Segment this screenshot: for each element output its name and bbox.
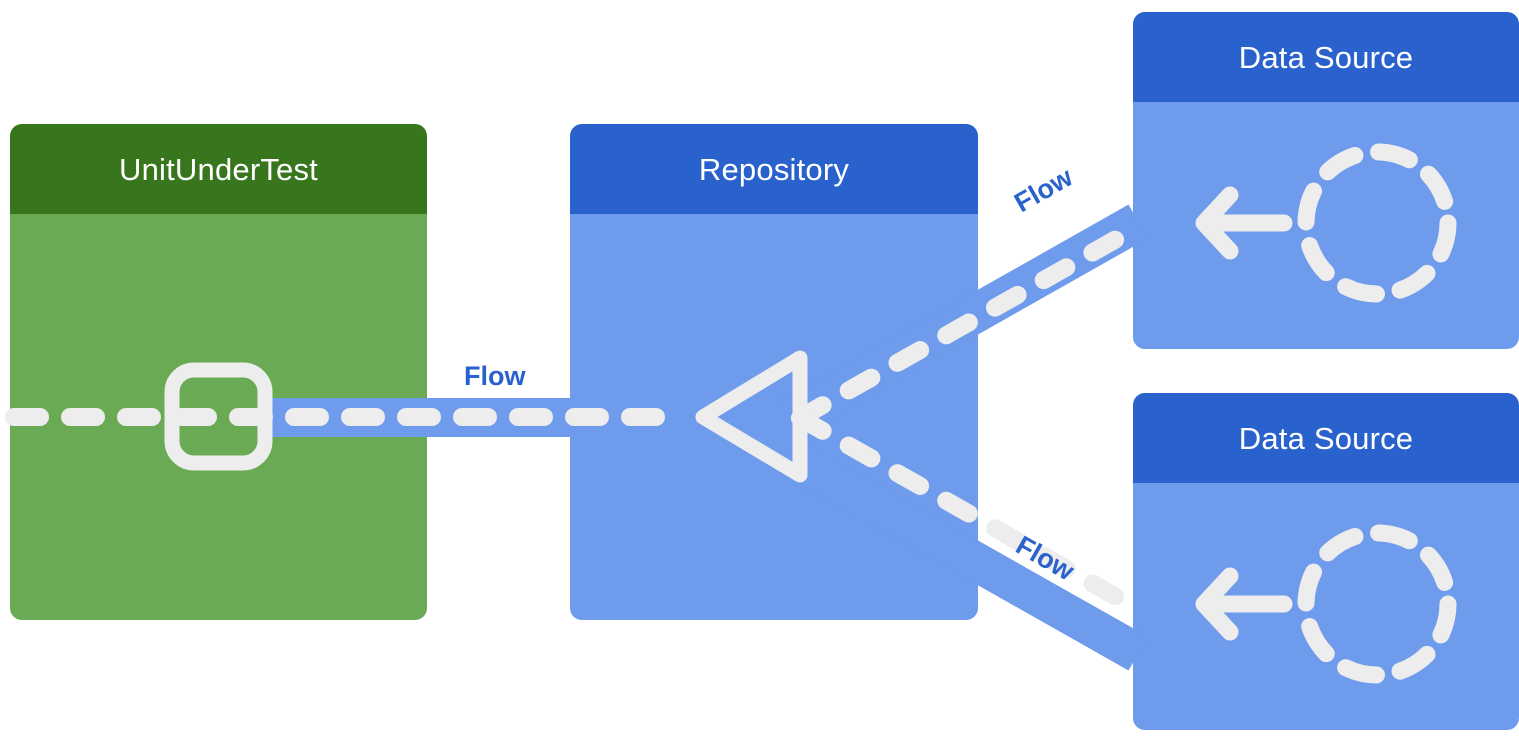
node-unit-under-test-header: UnitUnderTest bbox=[10, 124, 427, 214]
dashed-line-repository-to-unit bbox=[5, 408, 695, 426]
node-data-source-bottom-body bbox=[1133, 483, 1519, 730]
node-data-source-top-body bbox=[1133, 102, 1519, 349]
node-data-source-top-title: Data Source bbox=[1238, 39, 1414, 75]
node-data-source-top-header: Data Source bbox=[1133, 12, 1519, 102]
dashed-line-data-source-bottom-to-repository bbox=[791, 409, 1151, 621]
node-data-source-bottom-title: Data Source bbox=[1238, 420, 1414, 456]
node-data-source-top[interactable]: Data Source bbox=[1133, 12, 1519, 349]
dashed-line-data-source-top-to-repository bbox=[791, 215, 1151, 427]
node-repository-title: Repository bbox=[698, 151, 850, 187]
node-unit-under-test-title: UnitUnderTest bbox=[118, 151, 318, 187]
node-data-source-bottom[interactable]: Data Source bbox=[1133, 393, 1519, 730]
node-unit-under-test[interactable]: UnitUnderTest bbox=[10, 124, 427, 620]
edge-label-repository-to-unit: Flow bbox=[464, 361, 526, 391]
edge-label-data-source-top-to-repository: Flow bbox=[1009, 161, 1078, 219]
node-data-source-bottom-header: Data Source bbox=[1133, 393, 1519, 483]
node-repository-header: Repository bbox=[570, 124, 978, 214]
